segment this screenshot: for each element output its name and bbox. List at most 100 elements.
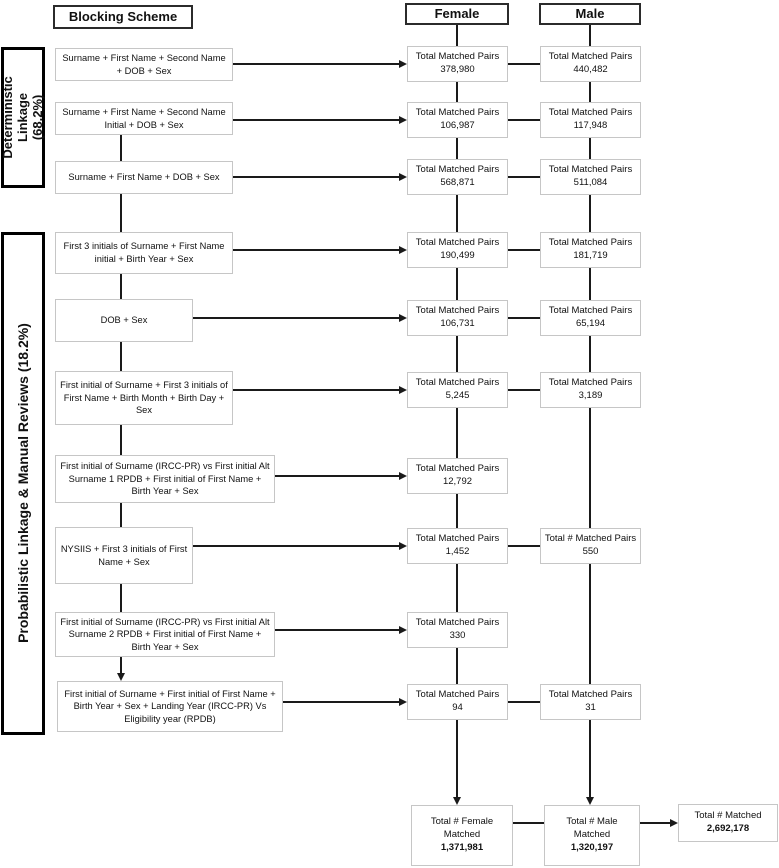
blocking-scheme-box: Surname + First Name + DOB + Sex (55, 161, 233, 194)
total-label: Total # Male Matched (566, 816, 618, 841)
female-to-male-line (508, 701, 540, 703)
total-label: Total # Matched (694, 810, 762, 822)
scheme-connector-line (120, 342, 122, 371)
total-male-matched-box: Total # Male Matched 1,320,197 (544, 805, 640, 866)
female-to-male-line (508, 545, 540, 547)
pairs-label: Total Matched Pairs (415, 533, 500, 545)
blocking-scheme-box: First initial of Surname + First 3 initi… (55, 371, 233, 425)
pairs-value: 3,189 (578, 390, 603, 401)
pairs-label: Total Matched Pairs (548, 305, 633, 317)
pairs-value: 568,871 (440, 177, 475, 188)
pairs-label: Total Matched Pairs (548, 377, 633, 389)
male-down-arrowhead-icon (586, 797, 594, 805)
male-column-line (589, 25, 591, 798)
scheme-connector-line (120, 584, 122, 612)
pairs-value: 5,245 (445, 390, 470, 401)
female-to-male-line (508, 176, 540, 178)
blocking-scheme-box: First 3 initials of Surname + First Name… (55, 232, 233, 274)
right-arrowhead-icon (399, 314, 407, 322)
total-value: 2,692,178 (706, 823, 750, 834)
right-arrowhead-icon (399, 246, 407, 254)
scheme-connector-line (120, 503, 122, 527)
pairs-label: Total # Matched Pairs (544, 533, 637, 545)
male-matched-pairs-box: Total # Matched Pairs 550 (540, 528, 641, 564)
blocking-scheme-box: Surname + First Name + Second Name Initi… (55, 102, 233, 135)
female-down-arrowhead-icon (453, 797, 461, 805)
pairs-value: 12,792 (442, 476, 473, 487)
scheme-to-female-arrow (193, 545, 399, 547)
scheme-connector-line (120, 425, 122, 455)
pairs-label: Total Matched Pairs (415, 617, 500, 629)
pairs-label: Total Matched Pairs (548, 237, 633, 249)
right-arrowhead-icon (399, 698, 407, 706)
scheme-connector-line (120, 274, 122, 299)
scheme-connector-line (120, 135, 122, 161)
female-total-to-male-total-line (513, 822, 544, 824)
male-column-header: Male (539, 3, 641, 25)
pairs-label: Total Matched Pairs (548, 107, 633, 119)
pairs-label: Total Matched Pairs (415, 164, 500, 176)
pairs-value: 550 (582, 546, 599, 557)
pairs-value: 106,731 (440, 318, 475, 329)
female-matched-pairs-box: Total Matched Pairs 106,731 (407, 300, 508, 336)
deterministic-section-text: Deterministic Linkage (68.2%) (0, 76, 45, 159)
female-to-male-line (508, 63, 540, 65)
female-column-header: Female (405, 3, 509, 25)
female-matched-pairs-box: Total Matched Pairs 378,980 (407, 46, 508, 82)
right-arrowhead-icon (399, 173, 407, 181)
female-matched-pairs-box: Total Matched Pairs 1,452 (407, 528, 508, 564)
pairs-label: Total Matched Pairs (415, 463, 500, 475)
pairs-value: 106,987 (440, 120, 475, 131)
pairs-value: 190,499 (440, 250, 475, 261)
blocking-scheme-header: Blocking Scheme (53, 5, 193, 29)
female-matched-pairs-box: Total Matched Pairs 568,871 (407, 159, 508, 195)
blocking-scheme-box: NYSIIS + First 3 initials of First Name … (55, 527, 193, 584)
pairs-label: Total Matched Pairs (415, 377, 500, 389)
pairs-value: 378,980 (440, 64, 475, 75)
right-arrowhead-icon (670, 819, 678, 827)
male-matched-pairs-box: Total Matched Pairs 31 (540, 684, 641, 720)
blocking-scheme-box: First initial of Surname + First initial… (57, 681, 283, 732)
pairs-value: 440,482 (573, 64, 608, 75)
female-to-male-line (508, 119, 540, 121)
blocking-scheme-box: First initial of Surname (IRCC-PR) vs Fi… (55, 612, 275, 657)
scheme-connector-line (120, 194, 122, 232)
male-matched-pairs-box: Total Matched Pairs 117,948 (540, 102, 641, 138)
pairs-label: Total Matched Pairs (548, 51, 633, 63)
right-arrowhead-icon (399, 542, 407, 550)
female-matched-pairs-box: Total Matched Pairs 190,499 (407, 232, 508, 268)
scheme-to-female-arrow (283, 701, 399, 703)
female-matched-pairs-box: Total Matched Pairs 330 (407, 612, 508, 648)
total-value: 1,320,197 (570, 841, 614, 853)
pairs-label: Total Matched Pairs (415, 51, 500, 63)
pairs-value: 181,719 (573, 250, 608, 261)
scheme-connector-line (120, 657, 122, 674)
blocking-scheme-box: Surname + First Name + Second Name + DOB… (55, 48, 233, 81)
pairs-label: Total Matched Pairs (415, 305, 500, 317)
female-to-male-line (508, 389, 540, 391)
right-arrowhead-icon (399, 116, 407, 124)
female-matched-pairs-box: Total Matched Pairs 106,987 (407, 102, 508, 138)
pairs-label: Total Matched Pairs (548, 164, 633, 176)
female-matched-pairs-box: Total Matched Pairs 5,245 (407, 372, 508, 408)
female-matched-pairs-box: Total Matched Pairs 12,792 (407, 458, 508, 494)
right-arrowhead-icon (399, 626, 407, 634)
total-female-matched-box: Total # Female Matched 1,371,981 (411, 805, 513, 866)
scheme-to-female-arrow (275, 629, 399, 631)
female-to-male-line (508, 317, 540, 319)
male-matched-pairs-box: Total Matched Pairs 511,084 (540, 159, 641, 195)
male-total-to-overall-arrow (640, 822, 670, 824)
pairs-value: 1,452 (445, 546, 470, 557)
female-matched-pairs-box: Total Matched Pairs 94 (407, 684, 508, 720)
scheme-to-female-arrow (233, 119, 399, 121)
pairs-value: 330 (449, 630, 466, 641)
scheme-to-female-arrow (233, 249, 399, 251)
female-to-male-line (508, 249, 540, 251)
total-matched-box: Total # Matched 2,692,178 (678, 804, 778, 842)
right-arrowhead-icon (399, 472, 407, 480)
male-matched-pairs-box: Total Matched Pairs 3,189 (540, 372, 641, 408)
pairs-value: 65,194 (575, 318, 606, 329)
right-arrowhead-icon (399, 60, 407, 68)
female-column-line (456, 25, 458, 798)
pairs-label: Total Matched Pairs (415, 689, 500, 701)
